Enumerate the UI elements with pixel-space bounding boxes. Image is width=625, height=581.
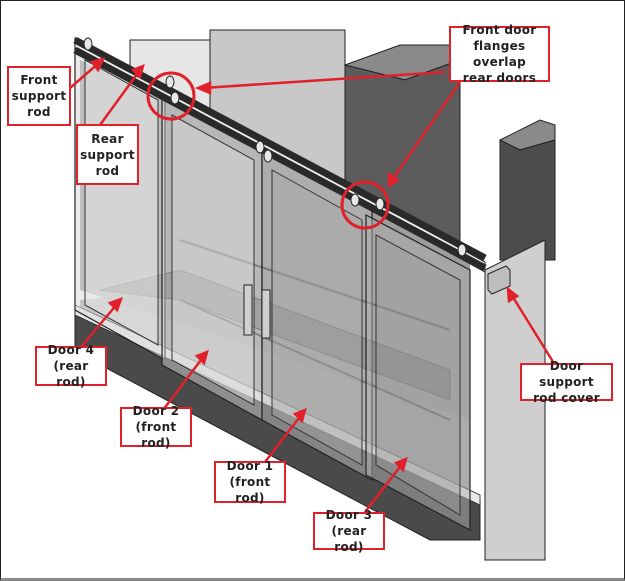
- rear-support-rod: [73, 36, 487, 262]
- callout-line: rod: [27, 105, 51, 119]
- callout-door-2: Door 2 (front rod): [120, 404, 192, 450]
- callout-line: rear doors: [462, 71, 537, 85]
- callout-line: (front rod): [135, 420, 177, 450]
- callout-line: (front rod): [229, 475, 271, 505]
- arrowhead: [393, 456, 408, 473]
- arrowhead: [387, 171, 401, 189]
- callout-front-support-rod: Front support rod: [7, 66, 71, 126]
- leader-rear-support-rod: [98, 69, 142, 126]
- door-handle: [243, 284, 253, 336]
- callout-line: Door 3: [325, 508, 373, 522]
- callout-line: support: [80, 147, 135, 162]
- arrowhead: [506, 286, 520, 304]
- front-support-rod: [73, 46, 487, 272]
- leader-door-4: [79, 302, 119, 349]
- callout-door-support-rod-cover: Door support rod cover: [520, 359, 613, 405]
- callout-line: Door 4: [47, 343, 95, 357]
- callout-line: Door support: [539, 359, 594, 389]
- cabinet-block-right: [499, 139, 556, 261]
- leader-rod-cover: [509, 293, 557, 366]
- callout-front-door-flanges: Front door flanges overlap rear doors: [449, 23, 550, 85]
- leader-flanges-2: [390, 81, 462, 181]
- callout-door-3: Door 3 (rear rod): [313, 508, 385, 554]
- roller-brackets: [83, 37, 467, 257]
- leader-door-1: [264, 413, 303, 463]
- arrowhead: [194, 349, 209, 366]
- callout-line: flanges overlap: [472, 39, 527, 69]
- arrowhead: [292, 407, 307, 424]
- callout-door-1: Door 1 (front rod): [214, 459, 286, 505]
- callout-line: rod: [95, 163, 120, 178]
- highlight-circle-rear: [146, 71, 196, 121]
- leader-flanges-1: [202, 70, 446, 90]
- callout-line: support: [11, 89, 67, 103]
- callout-line: Rear: [91, 131, 124, 146]
- callout-line: Front: [20, 73, 58, 87]
- callout-line: (rear rod): [331, 524, 367, 554]
- callout-door-4: Door 4 (rear rod): [35, 343, 107, 389]
- callout-line: (rear rod): [53, 359, 89, 389]
- leader-door-2: [162, 355, 205, 411]
- callout-line: rod cover: [533, 391, 600, 405]
- callout-line: Door 1: [226, 459, 274, 473]
- arrowhead: [130, 63, 145, 80]
- door-support-rod-cover: [487, 265, 511, 295]
- side-panel: [484, 239, 546, 561]
- leader-door-3: [364, 462, 404, 513]
- callout-line: Door 2: [132, 404, 180, 418]
- door-1-frame: [261, 148, 373, 482]
- highlight-circle-front: [340, 180, 390, 230]
- arrowhead: [107, 296, 124, 313]
- arrowhead: [89, 57, 106, 73]
- door-2-frame: [161, 93, 263, 422]
- arrowhead: [194, 81, 212, 95]
- door-handle: [261, 289, 271, 339]
- callout-line: Front door: [462, 23, 537, 37]
- door-3-frame: [365, 214, 471, 531]
